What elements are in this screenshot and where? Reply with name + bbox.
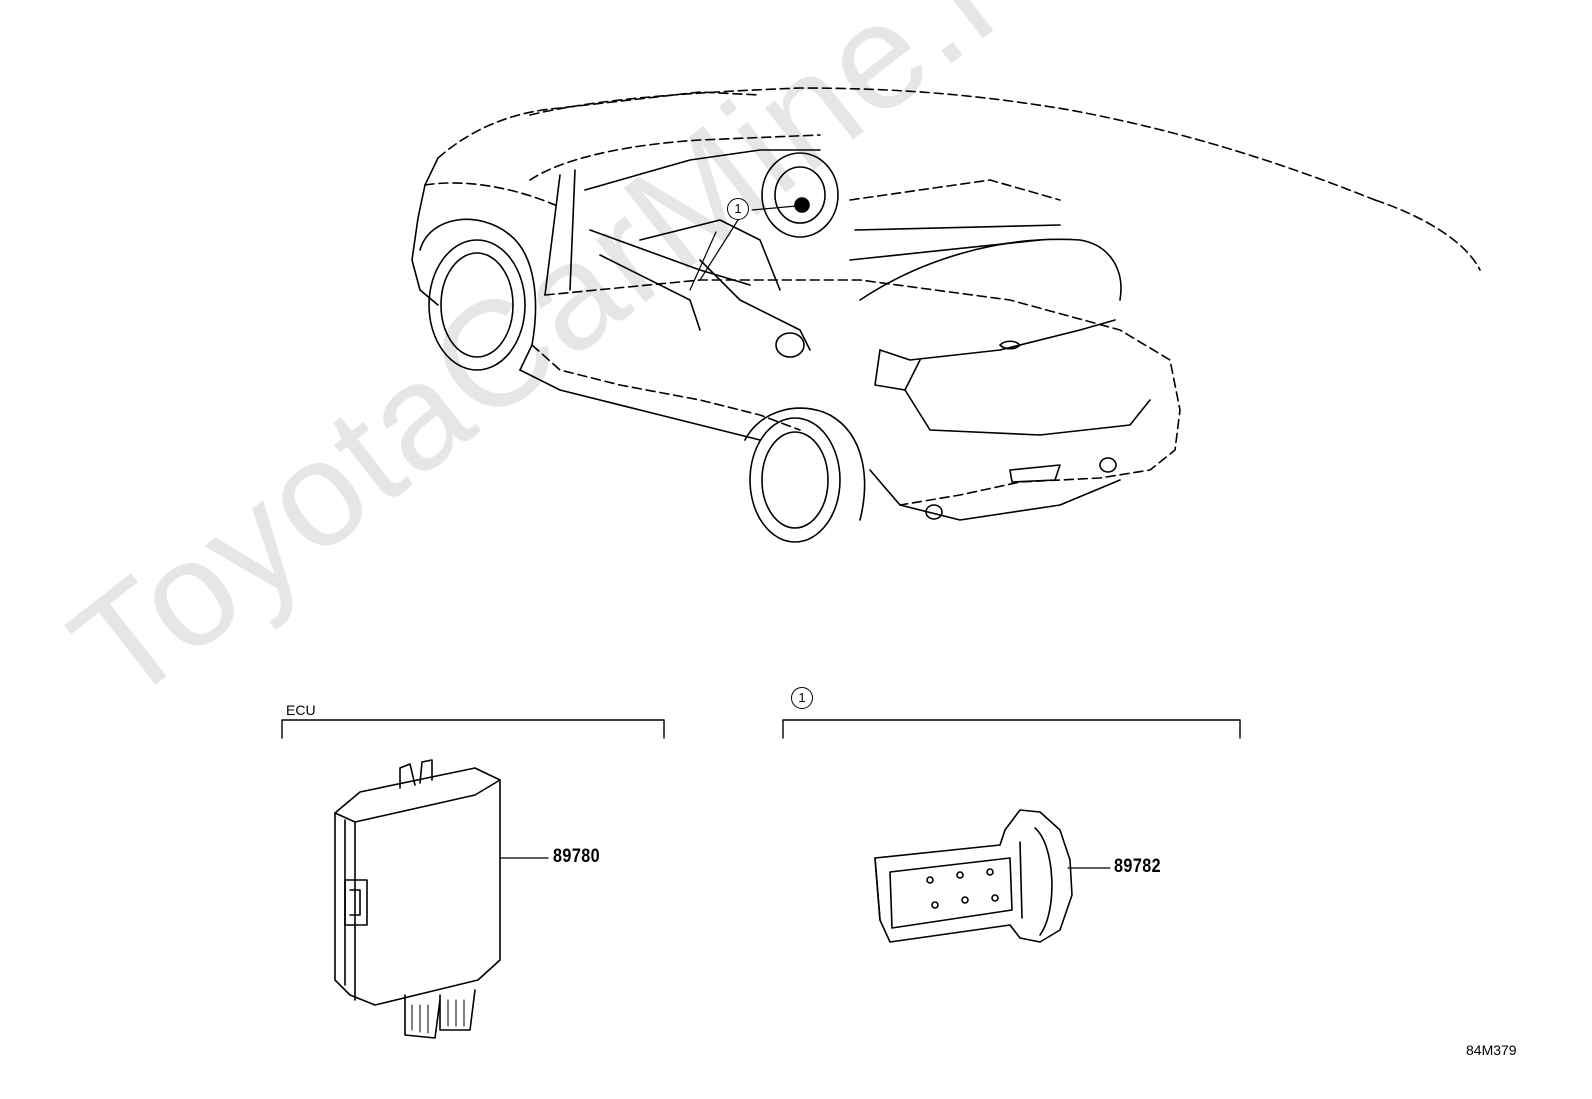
item1-section-callout: 1 — [791, 687, 813, 709]
part-number-ecu: 89780 — [553, 846, 601, 867]
ecu-section-label: ECU — [286, 702, 316, 718]
item1-section-bracket — [782, 719, 1241, 739]
vehicle-callout-1: 1 — [727, 198, 749, 220]
ecu-section-bracket — [281, 719, 665, 739]
part-number-switch: 89782 — [1114, 856, 1162, 877]
switch-drawing — [874, 809, 1111, 943]
ecu-module-drawing — [334, 759, 549, 1039]
vehicle-illustration — [411, 87, 1481, 543]
diagram-reference-code: 84M379 — [1466, 1042, 1517, 1058]
